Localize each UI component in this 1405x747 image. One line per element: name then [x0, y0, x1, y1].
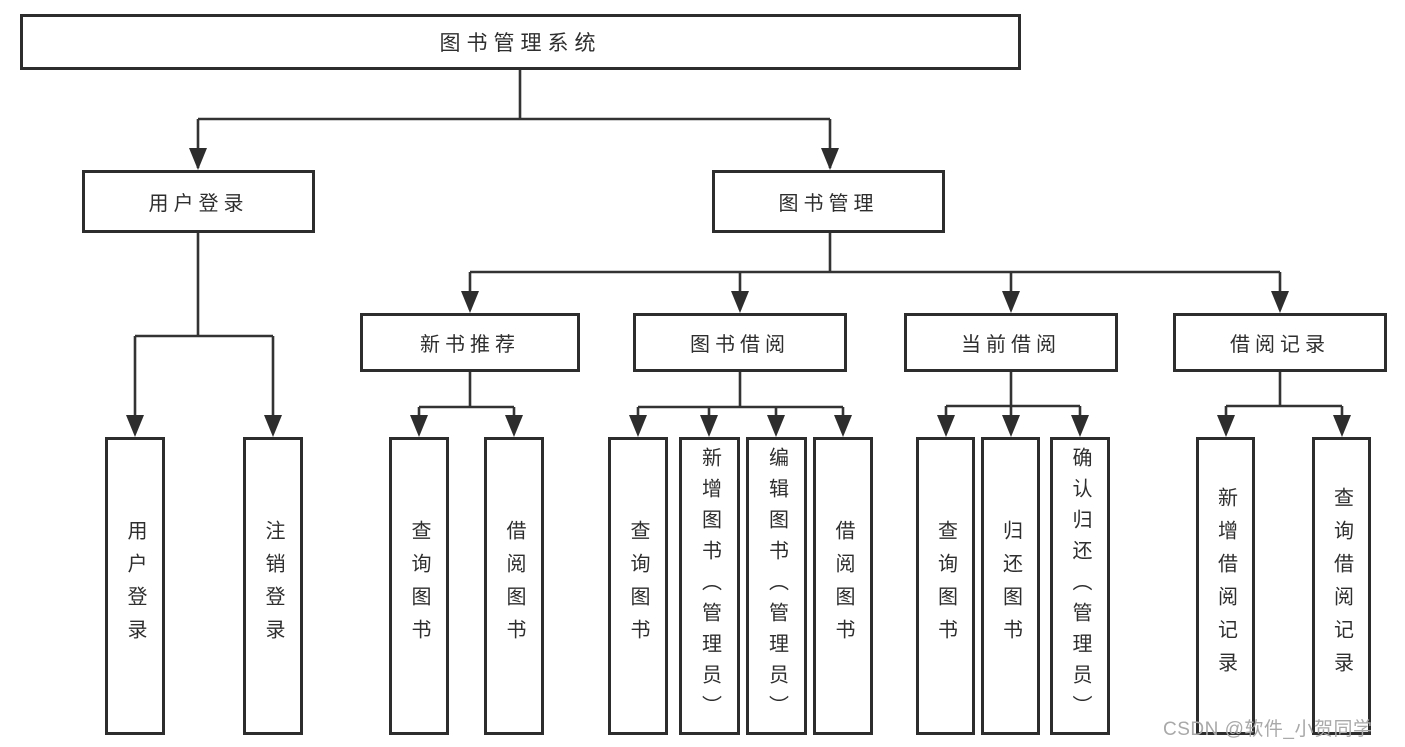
arrowhead-icon	[1071, 415, 1089, 437]
leaf-return-books: 归还图书	[981, 437, 1040, 735]
leaf-borrow-books-1: 借阅图书	[484, 437, 544, 735]
leaf-confirm-return-admin: 确认归还（管理员）	[1050, 437, 1110, 735]
leaf-query-books-2: 查询图书	[608, 437, 668, 735]
node-book-management: 图书管理	[712, 170, 945, 233]
arrowhead-icon	[731, 291, 749, 313]
leaf-query-books-1: 查询图书	[389, 437, 449, 735]
node-user-login: 用户登录	[82, 170, 315, 233]
arrowhead-icon	[126, 415, 144, 437]
leaf-query-borrow-record: 查询借阅记录	[1312, 437, 1371, 735]
leaf-user-login: 用户登录	[105, 437, 165, 735]
leaf-borrow-books-2: 借阅图书	[813, 437, 873, 735]
node-book-borrow: 图书借阅	[633, 313, 847, 372]
arrowhead-icon	[767, 415, 785, 437]
node-new-book-recommend: 新书推荐	[360, 313, 580, 372]
leaf-logout: 注销登录	[243, 437, 303, 735]
arrowhead-icon	[834, 415, 852, 437]
leaf-add-borrow-record: 新增借阅记录	[1196, 437, 1255, 735]
arrowhead-icon	[1002, 415, 1020, 437]
leaf-add-book-admin: 新增图书（管理员）	[679, 437, 740, 735]
node-borrow-records: 借阅记录	[1173, 313, 1387, 372]
arrowhead-icon	[505, 415, 523, 437]
arrowhead-icon	[461, 291, 479, 313]
arrowhead-icon	[1002, 291, 1020, 313]
arrowhead-icon	[629, 415, 647, 437]
arrowhead-icon	[410, 415, 428, 437]
arrowhead-icon	[264, 415, 282, 437]
arrowhead-icon	[937, 415, 955, 437]
arrowhead-icon	[821, 148, 839, 170]
node-library-system: 图书管理系统	[20, 14, 1021, 70]
leaf-edit-book-admin: 编辑图书（管理员）	[746, 437, 807, 735]
leaf-query-books-3: 查询图书	[916, 437, 975, 735]
arrowhead-icon	[700, 415, 718, 437]
arrowhead-icon	[189, 148, 207, 170]
arrowhead-icon	[1217, 415, 1235, 437]
arrowhead-icon	[1271, 291, 1289, 313]
node-current-borrow: 当前借阅	[904, 313, 1118, 372]
arrowhead-icon	[1333, 415, 1351, 437]
